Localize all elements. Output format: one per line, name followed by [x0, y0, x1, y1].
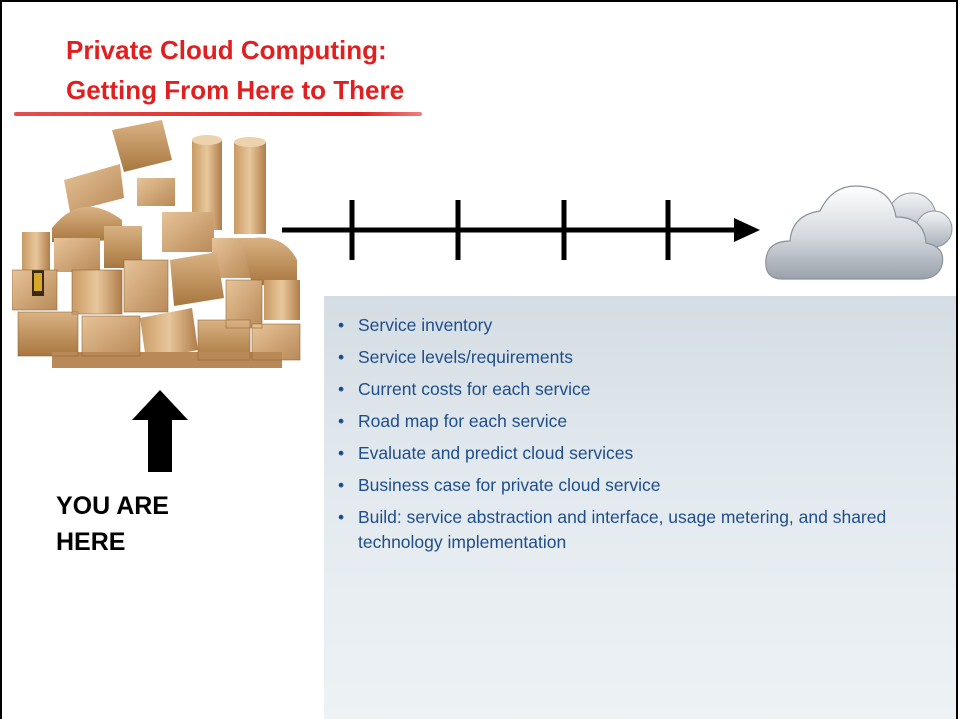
- list-item: •Service inventory: [338, 315, 493, 335]
- up-arrow-icon: [132, 390, 188, 472]
- you-are-here-line-2: HERE: [56, 528, 126, 556]
- list-item: •Service levels/requirements: [338, 347, 573, 367]
- list-item: •Road map for each service: [338, 411, 568, 431]
- steps-list: •Service inventory •Service levels/requi…: [338, 313, 938, 562]
- slide-title: Private Cloud Computing: Getting From He…: [66, 30, 404, 110]
- step-text: Current costs for each service: [358, 379, 591, 399]
- title-line-2: Getting From Here to There: [66, 75, 405, 105]
- step-text: Road map for each service: [358, 411, 568, 431]
- list-item: •Business case for private cloud service: [338, 475, 661, 495]
- steps-panel: •Service inventory •Service levels/requi…: [324, 296, 956, 719]
- you-are-here-label: YOU ARE HERE: [56, 488, 169, 560]
- step-text: Build: service abstraction and interface…: [358, 507, 887, 552]
- title-line-1: Private Cloud Computing:: [66, 35, 387, 65]
- list-item: •Build: service abstraction and interfac…: [338, 507, 887, 552]
- title-underline: [14, 112, 422, 116]
- step-text: Business case for private cloud service: [358, 475, 661, 495]
- timeline-arrow: [282, 200, 760, 260]
- you-are-here-line-1: YOU ARE: [56, 492, 169, 520]
- cloud-icon: [765, 185, 953, 280]
- wooden-blocks-image: [12, 120, 301, 368]
- step-text: Service levels/requirements: [358, 347, 573, 367]
- step-text: Evaluate and predict cloud services: [358, 443, 634, 463]
- step-text: Service inventory: [358, 315, 493, 335]
- list-item: •Evaluate and predict cloud services: [338, 443, 634, 463]
- list-item: •Current costs for each service: [338, 379, 591, 399]
